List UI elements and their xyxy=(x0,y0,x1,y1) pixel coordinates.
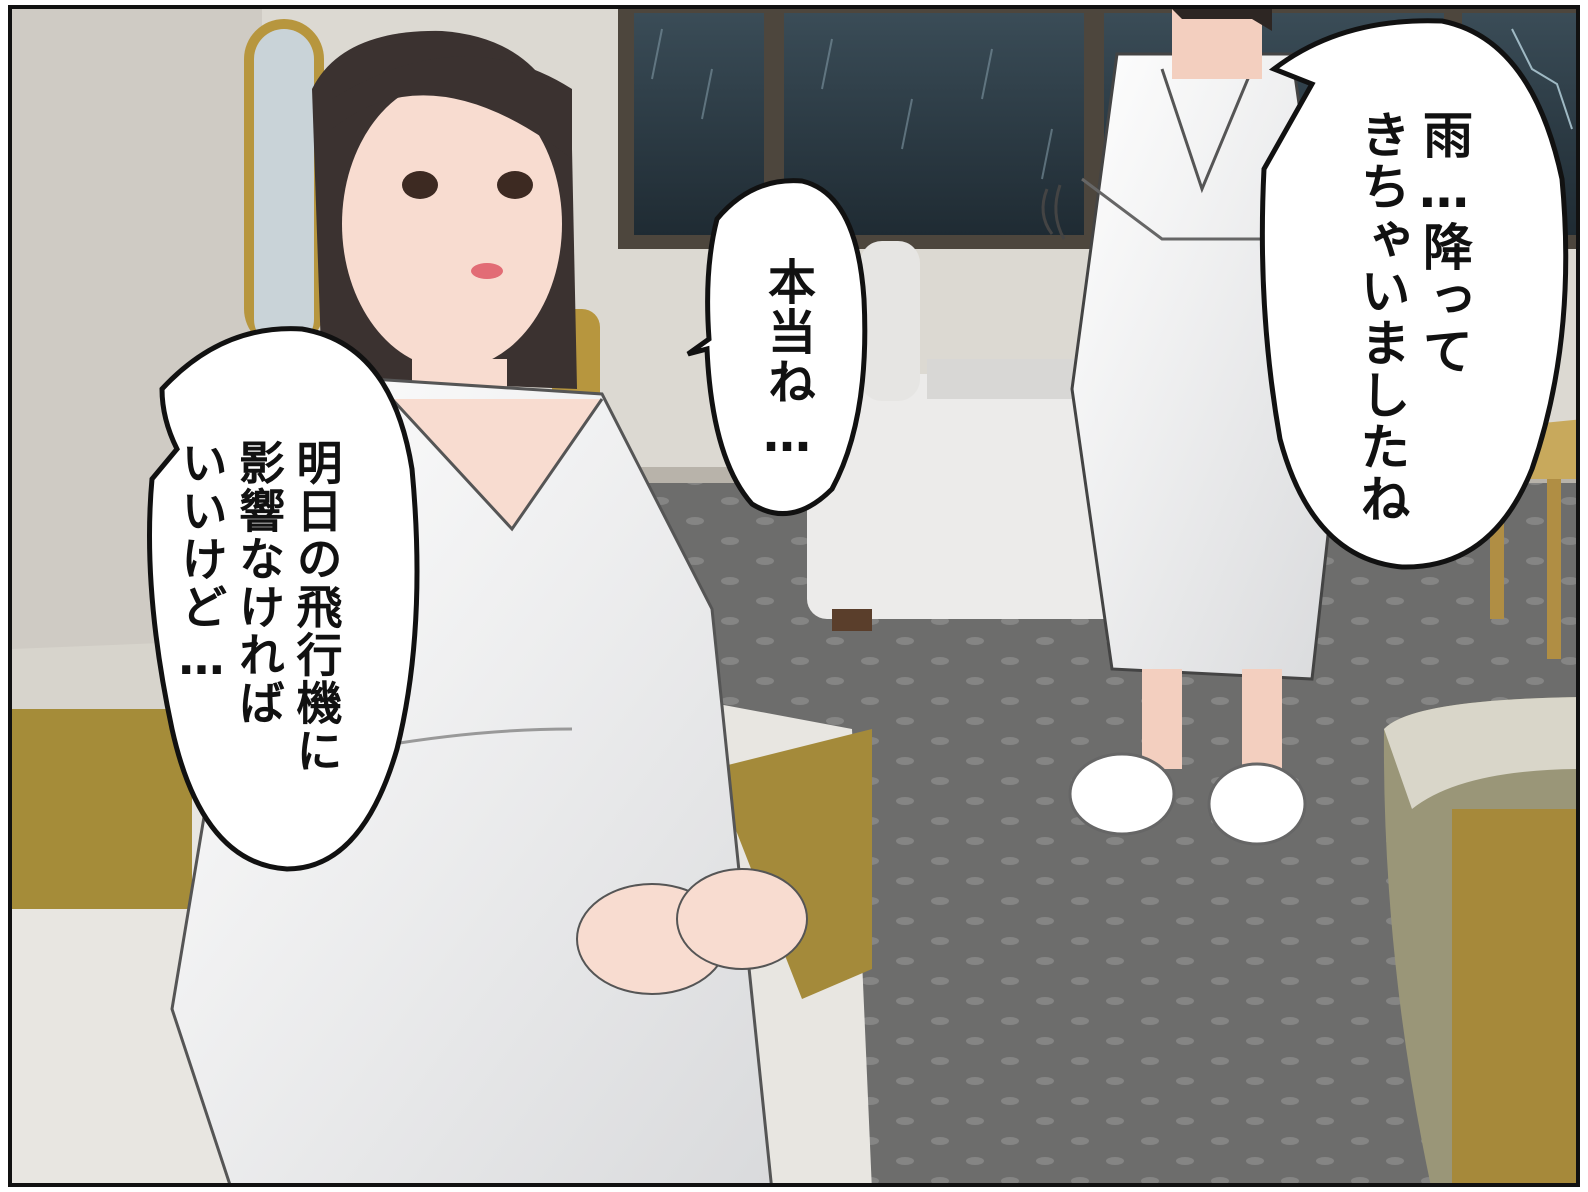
standing-mirror xyxy=(244,19,324,349)
room-illustration xyxy=(12,9,1576,1183)
speech-bubble-woman-worry: 明日の飛行機に 影響なければ いいけど… xyxy=(174,439,344,775)
speech-bubbles xyxy=(147,18,1569,872)
woman-in-robe xyxy=(170,30,808,1183)
speech-bubble-woman-reply: 本当ね… xyxy=(759,257,815,465)
comic-panel: 雨…降って きちゃいましたね 本当ね… 明日の飛行機に 影響なければ いいけど… xyxy=(8,5,1580,1187)
speech-bubble-man: 雨…降って きちゃいましたね xyxy=(1352,109,1474,525)
bed-right xyxy=(1383,697,1576,1183)
